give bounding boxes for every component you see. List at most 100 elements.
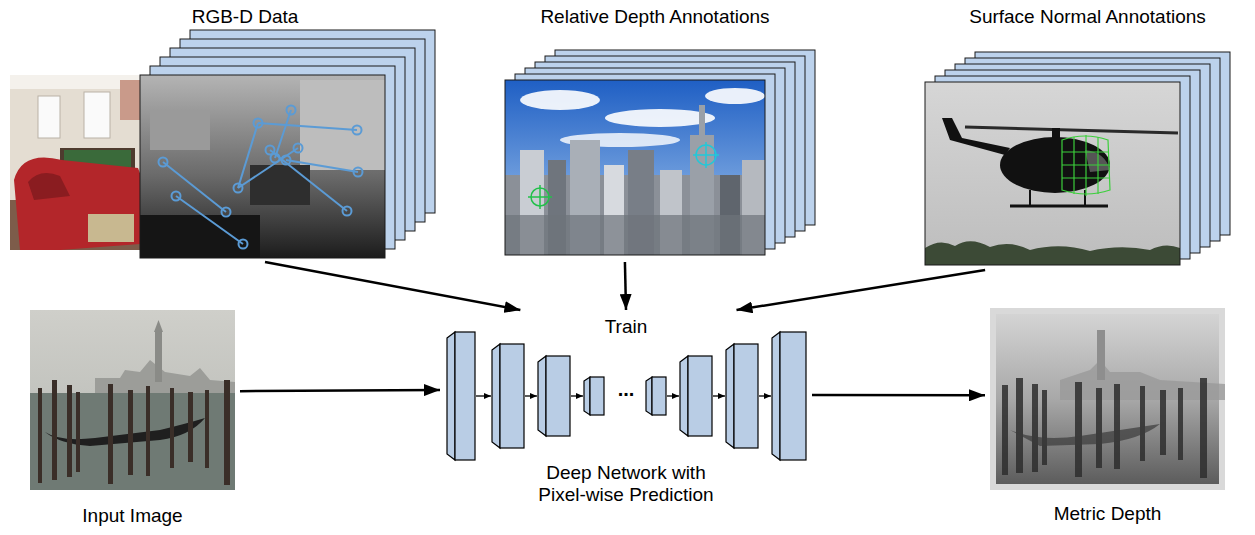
input-photo <box>67 385 72 477</box>
input-photo <box>154 320 163 332</box>
depth-output <box>1010 424 1160 446</box>
connector-arrow <box>240 390 440 391</box>
normal-grid <box>1062 135 1110 196</box>
depth-output <box>1032 384 1038 472</box>
layer-arrow <box>525 395 537 396</box>
image-border <box>925 82 1180 265</box>
layer-arrow <box>667 395 679 396</box>
city-photo <box>699 105 705 137</box>
network-layer <box>447 332 455 460</box>
input-photo <box>30 310 235 490</box>
connector-arrow <box>265 262 520 310</box>
depth-output <box>1002 385 1008 475</box>
depth-pair-lines <box>354 168 363 177</box>
depth-pair-lines <box>294 144 303 153</box>
room-photo <box>88 214 134 242</box>
depth-output <box>1016 378 1023 473</box>
city-photo <box>505 215 765 255</box>
input-photo <box>30 310 235 490</box>
image-stack: Relative Depth Annotations <box>495 2 815 262</box>
input-photo <box>76 392 80 472</box>
depth-pair-lines <box>234 184 243 193</box>
depth-map <box>140 75 385 258</box>
city-photo <box>505 80 765 255</box>
city-photo <box>520 90 600 110</box>
city-photo <box>605 109 715 127</box>
depth-map <box>140 215 260 258</box>
helicopter-photo <box>925 82 1180 265</box>
depth-pair-lines <box>172 192 181 201</box>
node-title: Surface Normal Annotations <box>969 6 1206 28</box>
image-stack: Surface Normal Annotations <box>925 2 1250 270</box>
depth-output <box>1097 330 1105 380</box>
depth-pair-lines <box>176 196 243 244</box>
network-layer <box>590 377 604 415</box>
image-stack: RGB-D Data <box>45 2 445 262</box>
ellipsis-label: ... <box>606 378 646 401</box>
depth-output <box>1178 388 1183 460</box>
depth-output <box>1200 378 1207 478</box>
network-layer <box>734 344 758 448</box>
depth-map <box>250 165 310 205</box>
input-photo <box>224 380 230 485</box>
depth-pair-lines <box>258 123 357 130</box>
helicopter-photo <box>1010 205 1108 208</box>
connector-arrow <box>625 262 626 310</box>
network-layer <box>780 332 806 460</box>
input-photo <box>38 380 230 485</box>
layer-arrow <box>571 395 583 396</box>
input-photo <box>128 390 133 475</box>
room-photo <box>14 158 146 251</box>
depth-output <box>1096 388 1102 468</box>
helicopter-photo <box>925 82 1180 265</box>
input-photo <box>52 380 57 480</box>
normal-grid <box>1097 137 1098 194</box>
network-layer <box>688 356 712 436</box>
depth-pair-lines <box>254 119 263 128</box>
image-border <box>140 75 385 258</box>
node-caption: Input Image <box>82 505 182 527</box>
city-photo <box>505 80 765 255</box>
network-layer <box>726 344 734 448</box>
connector-arrow <box>812 394 985 397</box>
input-photo <box>205 390 209 468</box>
depth-output <box>990 308 1225 490</box>
network-box: TrainDeep Network with Pixel-wise Predic… <box>440 310 812 510</box>
depth-output <box>1140 386 1145 461</box>
network-layer <box>652 377 666 415</box>
network-layer <box>538 356 546 436</box>
depth-pair-lines <box>239 240 248 249</box>
depth-pair-lines <box>238 123 258 188</box>
depth-pair-lines <box>163 162 226 212</box>
depth-map <box>300 80 385 170</box>
network-layer <box>546 356 570 436</box>
input-photo <box>188 392 193 462</box>
layer-arrow <box>713 395 725 396</box>
room-photo <box>84 92 110 138</box>
input-photo <box>170 388 174 468</box>
layer-arrow <box>476 395 491 396</box>
network-layer <box>646 377 652 415</box>
depth-pair-lines <box>287 106 296 115</box>
input-photo <box>155 332 162 382</box>
node-caption: Metric Depth <box>1054 503 1162 525</box>
network-layer <box>772 332 780 460</box>
node-title: Relative Depth Annotations <box>540 6 769 28</box>
point-marker <box>705 142 707 168</box>
node-title: RGB-D Data <box>192 6 299 28</box>
normal-grid <box>1085 135 1086 196</box>
network-layer <box>455 332 475 460</box>
depth-output <box>1002 378 1207 478</box>
depth-pair-lines <box>343 207 352 216</box>
room-photo <box>38 96 60 138</box>
depth-pair-lines <box>353 126 362 135</box>
depth-pair-lines <box>271 154 280 163</box>
node-title: Train <box>605 316 648 338</box>
depth-pair-lines <box>159 158 168 167</box>
network-layer <box>584 377 590 415</box>
city-photo <box>705 88 765 104</box>
helicopter-photo <box>942 118 1010 155</box>
